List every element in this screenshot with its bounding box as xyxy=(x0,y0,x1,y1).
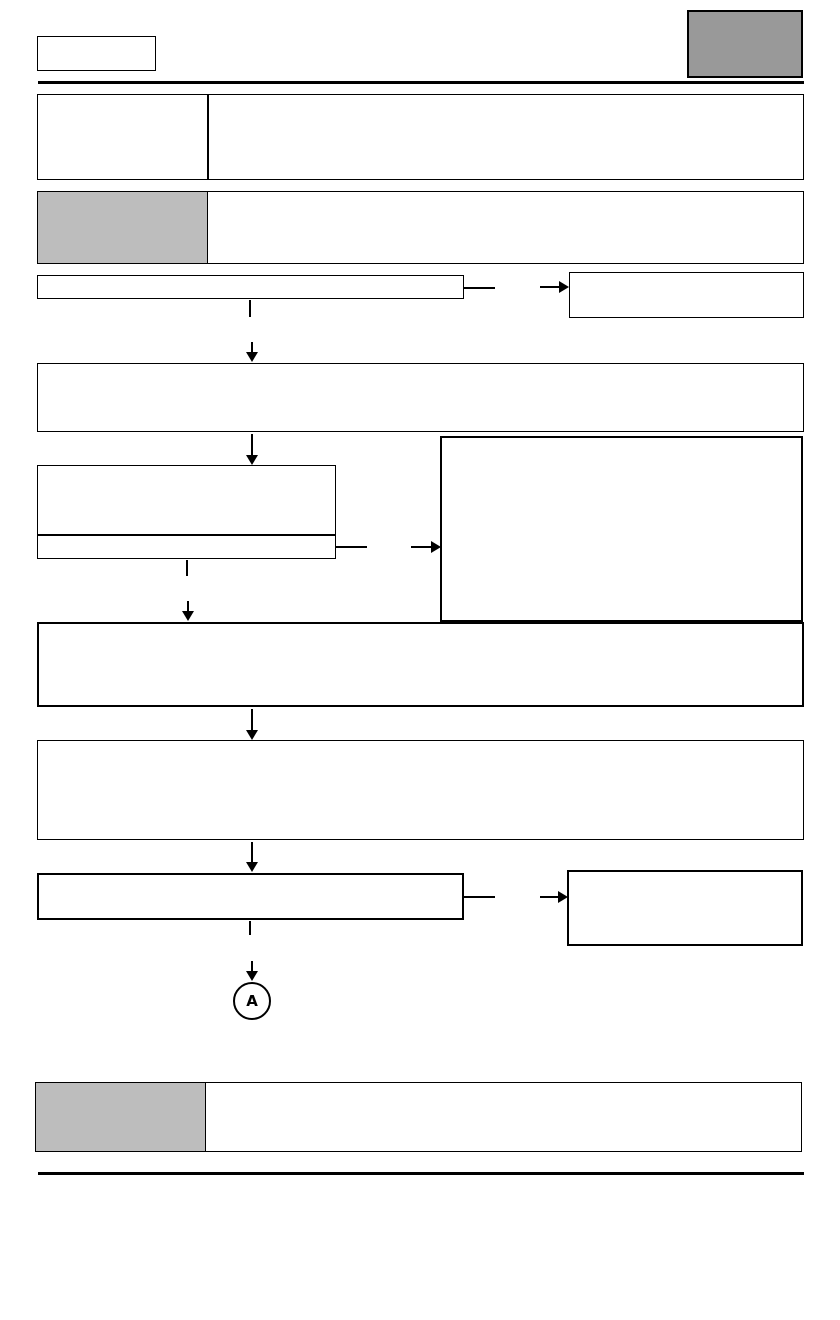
step4-down-arrowhead xyxy=(246,730,258,740)
step6-down-arrow-line xyxy=(251,961,253,973)
step1-branch-arrowhead xyxy=(559,281,569,293)
step5-text xyxy=(38,741,54,749)
section-tab xyxy=(687,10,803,78)
step3-down-stub xyxy=(186,560,188,576)
step3-side-result-box xyxy=(440,436,803,622)
footer-label xyxy=(36,1083,52,1091)
footer-label-cell xyxy=(35,1082,206,1152)
footer-text xyxy=(208,1084,798,1092)
condition-text xyxy=(210,193,800,201)
intro-block xyxy=(37,94,804,180)
intro-label xyxy=(38,95,208,103)
step6-branch-line xyxy=(464,896,495,898)
step3-answer-divider xyxy=(37,534,336,536)
step1-down-arrow-line xyxy=(251,342,253,354)
step1-box xyxy=(37,275,464,299)
step3-branch-arrow-line xyxy=(411,546,431,548)
section-tab-text xyxy=(689,12,705,20)
step6-down-arrowhead xyxy=(246,971,258,981)
step1-side-result-box xyxy=(569,272,804,318)
header-reference-text xyxy=(38,37,54,45)
connector-a: A xyxy=(233,982,271,1020)
step6-down-stub xyxy=(249,921,251,935)
step3-branch-line xyxy=(336,546,367,548)
step6-branch-arrow-line xyxy=(540,896,559,898)
step3-branch-arrowhead xyxy=(431,541,441,553)
step6-branch-arrowhead xyxy=(558,891,568,903)
step3-box xyxy=(37,465,336,559)
step6-box xyxy=(37,873,464,920)
step1-side-result-text xyxy=(570,273,586,281)
step6-side-result-box xyxy=(567,870,803,946)
step1-text xyxy=(38,276,54,282)
intro-text xyxy=(210,95,800,103)
step4-text xyxy=(39,624,55,632)
header-reference-box xyxy=(37,36,156,71)
step2-down-line xyxy=(251,434,253,456)
connector-a-label: A xyxy=(246,992,258,1010)
step3-answer-text xyxy=(37,535,336,541)
intro-divider xyxy=(207,94,209,180)
step3-text xyxy=(38,466,54,474)
step2-box xyxy=(37,363,804,432)
step6-side-result-text xyxy=(569,872,585,880)
step3-down-arrowhead xyxy=(182,611,194,621)
step3-side-result-text xyxy=(442,438,458,446)
step5-down-line xyxy=(251,842,253,863)
condition-label-cell xyxy=(37,191,208,264)
step5-down-arrowhead xyxy=(246,862,258,872)
step1-down-arrowhead xyxy=(246,352,258,362)
header-rule xyxy=(38,81,804,84)
step4-box xyxy=(37,622,804,707)
step5-box xyxy=(37,740,804,840)
step1-branch-arrow-line xyxy=(540,286,560,288)
condition-label xyxy=(38,192,54,200)
footer-rule xyxy=(38,1172,804,1175)
step3-down-arrow-line xyxy=(187,601,189,613)
step2-down-arrowhead xyxy=(246,455,258,465)
step2-text xyxy=(38,364,54,372)
step1-branch-line xyxy=(464,287,495,289)
step1-down-stub xyxy=(249,300,251,317)
step4-down-line xyxy=(251,709,253,731)
step6-text xyxy=(39,875,55,883)
